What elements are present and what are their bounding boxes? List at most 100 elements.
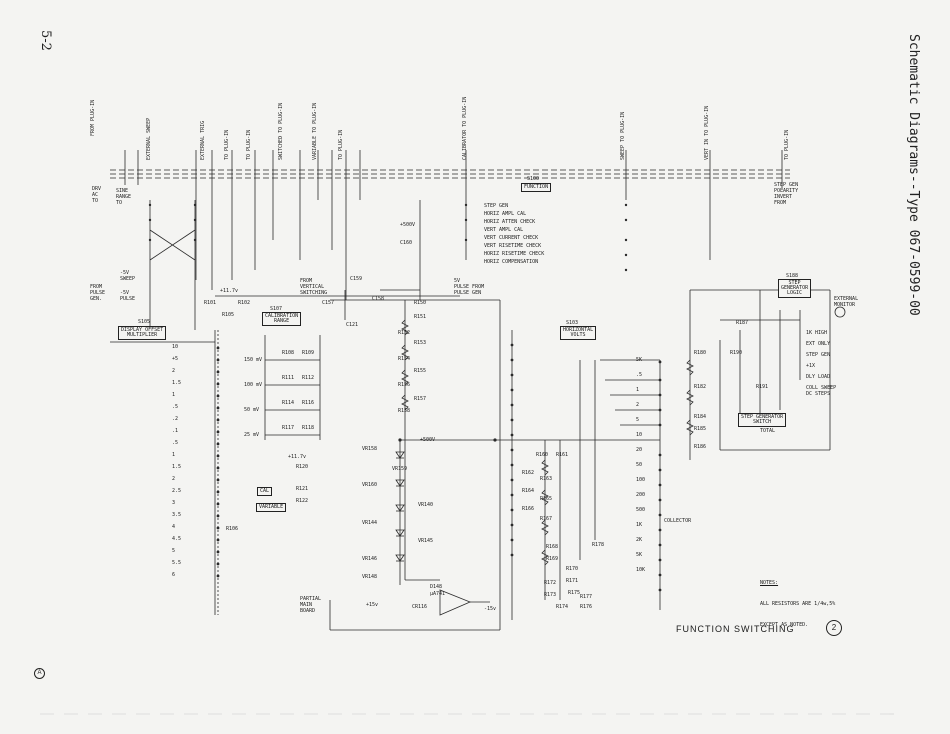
- offset-value: 1.5: [172, 380, 182, 386]
- top-connector: VERT IN TO PLUG-IN: [704, 105, 710, 160]
- step-position: STEP GEN: [806, 352, 831, 358]
- offset-value: .5: [172, 440, 179, 446]
- component-ref: R116: [302, 400, 315, 406]
- horiz-position: 5: [636, 417, 640, 423]
- component-ref: R178: [592, 542, 605, 548]
- display-offset-multiplier-label: DISPLAY OFFSET MULTIPLIER: [118, 326, 167, 340]
- component-ref: R172: [544, 580, 557, 586]
- component-ref: R173: [544, 592, 557, 598]
- notes-line: EXCEPT AS NOTED.: [760, 622, 809, 628]
- component-ref: R176: [580, 604, 593, 610]
- top-connector: FROM PLUG-IN: [90, 99, 96, 136]
- component-ref: VR159: [392, 466, 408, 472]
- partial-main-board-label: PARTIAL MAIN BOARD: [300, 596, 322, 614]
- component-ref: R108: [282, 350, 295, 356]
- calibration-range-label: CALIBRATION RANGE: [262, 312, 302, 326]
- step-position: COLL SWEEP DC STEPS: [806, 385, 837, 397]
- component-ref: R161: [556, 452, 569, 458]
- function-position: HORIZ ATTEN CHECK: [484, 219, 536, 225]
- function-position: VERT CURRENT CHECK: [484, 235, 539, 241]
- component-ref: C157: [322, 300, 335, 306]
- component-ref: R174: [556, 604, 569, 610]
- horiz-position: 1: [636, 387, 640, 393]
- offset-value: 2.5: [172, 488, 182, 494]
- component-ref: VR160: [362, 482, 378, 488]
- circuit-number-badge: 2: [826, 620, 842, 636]
- offset-value: 1.5: [172, 464, 182, 470]
- component-ref: R170: [566, 566, 579, 572]
- sweep-input-label: -5V SWEEP: [120, 270, 136, 282]
- supply-plus-11v-lower: +11.7v: [288, 454, 307, 460]
- component-ref: R187: [736, 320, 749, 326]
- component-ref: R158: [398, 408, 411, 414]
- offset-value: 4: [172, 524, 176, 530]
- supply-plus-11v: +11.7v: [220, 288, 239, 294]
- offset-value: 1: [172, 452, 176, 458]
- function-position: STEP GEN: [484, 203, 509, 209]
- component-ref: CR116: [412, 604, 428, 610]
- function-position: HORIZ AMPL CAL: [484, 211, 527, 217]
- horizontal-volts-ref: S103: [566, 320, 579, 326]
- horiz-position: 2: [636, 402, 640, 408]
- offset-value: 10: [172, 344, 179, 350]
- external-monitor-label: EXTERNAL MONITOR: [834, 296, 859, 308]
- variable-label: VARIABLE: [256, 503, 287, 512]
- component-ref: VR158: [362, 446, 378, 452]
- component-ref: R151: [414, 314, 427, 320]
- top-connector: SWITCHED TO PLUG-IN: [278, 102, 284, 160]
- component-ref: R184: [694, 414, 707, 420]
- component-ref: R186: [694, 444, 707, 450]
- component-ref: R171: [566, 578, 579, 584]
- component-ref: R112: [302, 375, 315, 381]
- step-position: DLY LOAD: [806, 374, 831, 380]
- top-connector: EXTERNAL TRIG: [200, 120, 206, 160]
- step-generator-switch-position: TOTAL: [760, 428, 776, 434]
- collector-label: COLLECTOR: [664, 518, 692, 524]
- function-position: HORIZ RISETIME CHECK: [484, 251, 545, 257]
- step-gen-polarity-label: STEP GEN POLARITY INVERT FROM: [774, 182, 799, 206]
- component-ref: C121: [346, 322, 359, 328]
- component-ref: VR146: [362, 556, 378, 562]
- horiz-position: 200: [636, 492, 646, 498]
- dc-source-label: DRV AC TO: [92, 186, 102, 204]
- u149-ref: D148: [430, 584, 443, 590]
- component-ref: R120: [296, 464, 309, 470]
- component-ref: R114: [282, 400, 295, 406]
- high-voltage-node-top: +500V: [400, 222, 416, 228]
- cal-range: 150 mV: [244, 357, 263, 363]
- function-switch-label: FUNCTION: [521, 183, 552, 192]
- step-generator-logic-ref: S188: [786, 273, 799, 279]
- component-ref: R190: [730, 350, 743, 356]
- offset-values: 10 +5 2 1.5 1 .5 .2 .1 .5 1 1.5 2 2.5 3 …: [172, 344, 192, 584]
- offset-value: .2: [172, 416, 179, 422]
- offset-value: 6: [172, 572, 176, 578]
- offset-value: 5.5: [172, 560, 182, 566]
- component-ref: C158: [372, 296, 385, 302]
- offset-value: .1: [172, 428, 179, 434]
- component-ref: R152: [398, 330, 411, 336]
- step-position: +1X: [806, 363, 816, 369]
- component-ref: R106: [226, 526, 239, 532]
- component-ref: R102: [238, 300, 251, 306]
- step-generator-switch-label: STEP GENERATOR SWITCH: [738, 413, 787, 427]
- component-ref: R109: [302, 350, 315, 356]
- horiz-position: 2K: [636, 537, 643, 543]
- top-connector: TO PLUG-IN: [246, 129, 252, 160]
- offset-value: 3: [172, 500, 176, 506]
- horiz-position: 500: [636, 507, 646, 513]
- pulse-gen-source: FROM PULSE GEN.: [90, 284, 106, 302]
- component-ref: R121: [296, 486, 309, 492]
- horiz-position: 5K: [636, 357, 643, 363]
- notes-heading: NOTES:: [760, 580, 779, 586]
- function-position: VERT AMPL CAL: [484, 227, 524, 233]
- horiz-position: 50: [636, 462, 643, 468]
- component-ref: R168: [546, 544, 559, 550]
- offset-value: 5: [172, 548, 176, 554]
- notes: NOTES: ALL RESISTORS ARE 1/4w,5% EXCEPT …: [760, 566, 835, 643]
- component-ref: C160: [400, 240, 413, 246]
- horiz-position: 10K: [636, 567, 646, 573]
- supply-plus-15v: +15v: [366, 602, 379, 608]
- function-position: VERT RISETIME CHECK: [484, 243, 542, 249]
